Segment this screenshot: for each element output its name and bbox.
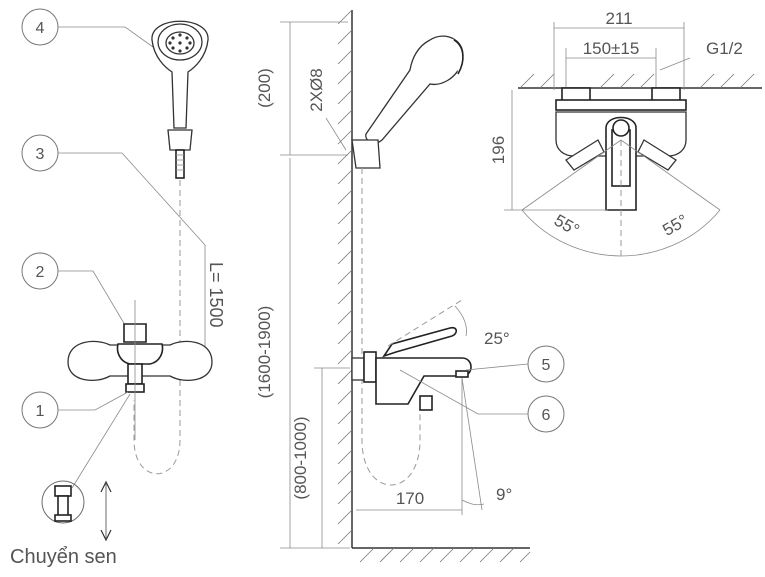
detail-leader [71, 393, 131, 489]
top-wall-hatching [519, 73, 755, 89]
callout-label-5: 5 [542, 357, 551, 374]
dim-800-label: (800-1000) [291, 416, 310, 499]
rotation-right-line [620, 139, 721, 211]
callout-label-2: 2 [36, 264, 45, 281]
diverter-detail [41, 480, 85, 524]
leader-5 [465, 363, 529, 371]
rotation-left-line [521, 139, 622, 211]
angle-25-label: 25° [484, 329, 510, 348]
hose-length-label: L= 1500 [206, 262, 226, 328]
leader-1 [58, 391, 129, 411]
dim-200-label: (200) [255, 68, 274, 108]
top-view: 211 150±15 G1/2 196 55° [489, 9, 762, 258]
dim-196-label: 196 [489, 136, 508, 164]
hand-shower-front [151, 20, 209, 179]
mixer-front [67, 300, 213, 440]
callout-label-4: 4 [36, 20, 45, 37]
mixer-top [555, 87, 687, 211]
wall-hatching [337, 9, 353, 545]
hose-side [361, 168, 421, 486]
side-view: (200) 2XØ8 (1600-1900) (800-1000) [255, 9, 565, 563]
angle-25-arc [454, 305, 467, 337]
rotation-right-label: 55° [659, 211, 691, 240]
leader-4 [58, 26, 161, 53]
angle-9-arc [461, 499, 485, 506]
callout-label-1: 1 [36, 403, 45, 420]
floor-hatching [359, 547, 531, 563]
leader-2 [58, 270, 129, 331]
hose-front [133, 180, 181, 475]
diverter-caption: Chuyển sen [10, 546, 117, 568]
dim-1600-label: (1600-1900) [255, 306, 274, 399]
thread-label: G1/2 [706, 39, 743, 58]
rotation-left-arc [521, 209, 622, 257]
hand-shower-side [351, 35, 464, 169]
callout-label-6: 6 [542, 407, 551, 424]
callout-label-3: 3 [36, 146, 45, 163]
rotation-left-label: 55° [551, 211, 583, 240]
dim-150-label: 150±15 [583, 39, 640, 58]
angle-9-label: 9° [496, 485, 512, 504]
leader-3 [58, 152, 206, 350]
leader-6 [399, 369, 528, 415]
dim-holes-label: 2XØ8 [307, 68, 326, 111]
mixer-side [351, 326, 472, 411]
lever-open-line [387, 299, 463, 347]
rotation-right-arc [620, 209, 721, 257]
dim-170-label: 170 [396, 489, 424, 508]
front-view: 4 3 L= 1500 2 [10, 8, 226, 568]
up-down-arrow [100, 480, 112, 542]
dim-211-label: 211 [605, 9, 632, 28]
angle-9-line [461, 377, 483, 511]
